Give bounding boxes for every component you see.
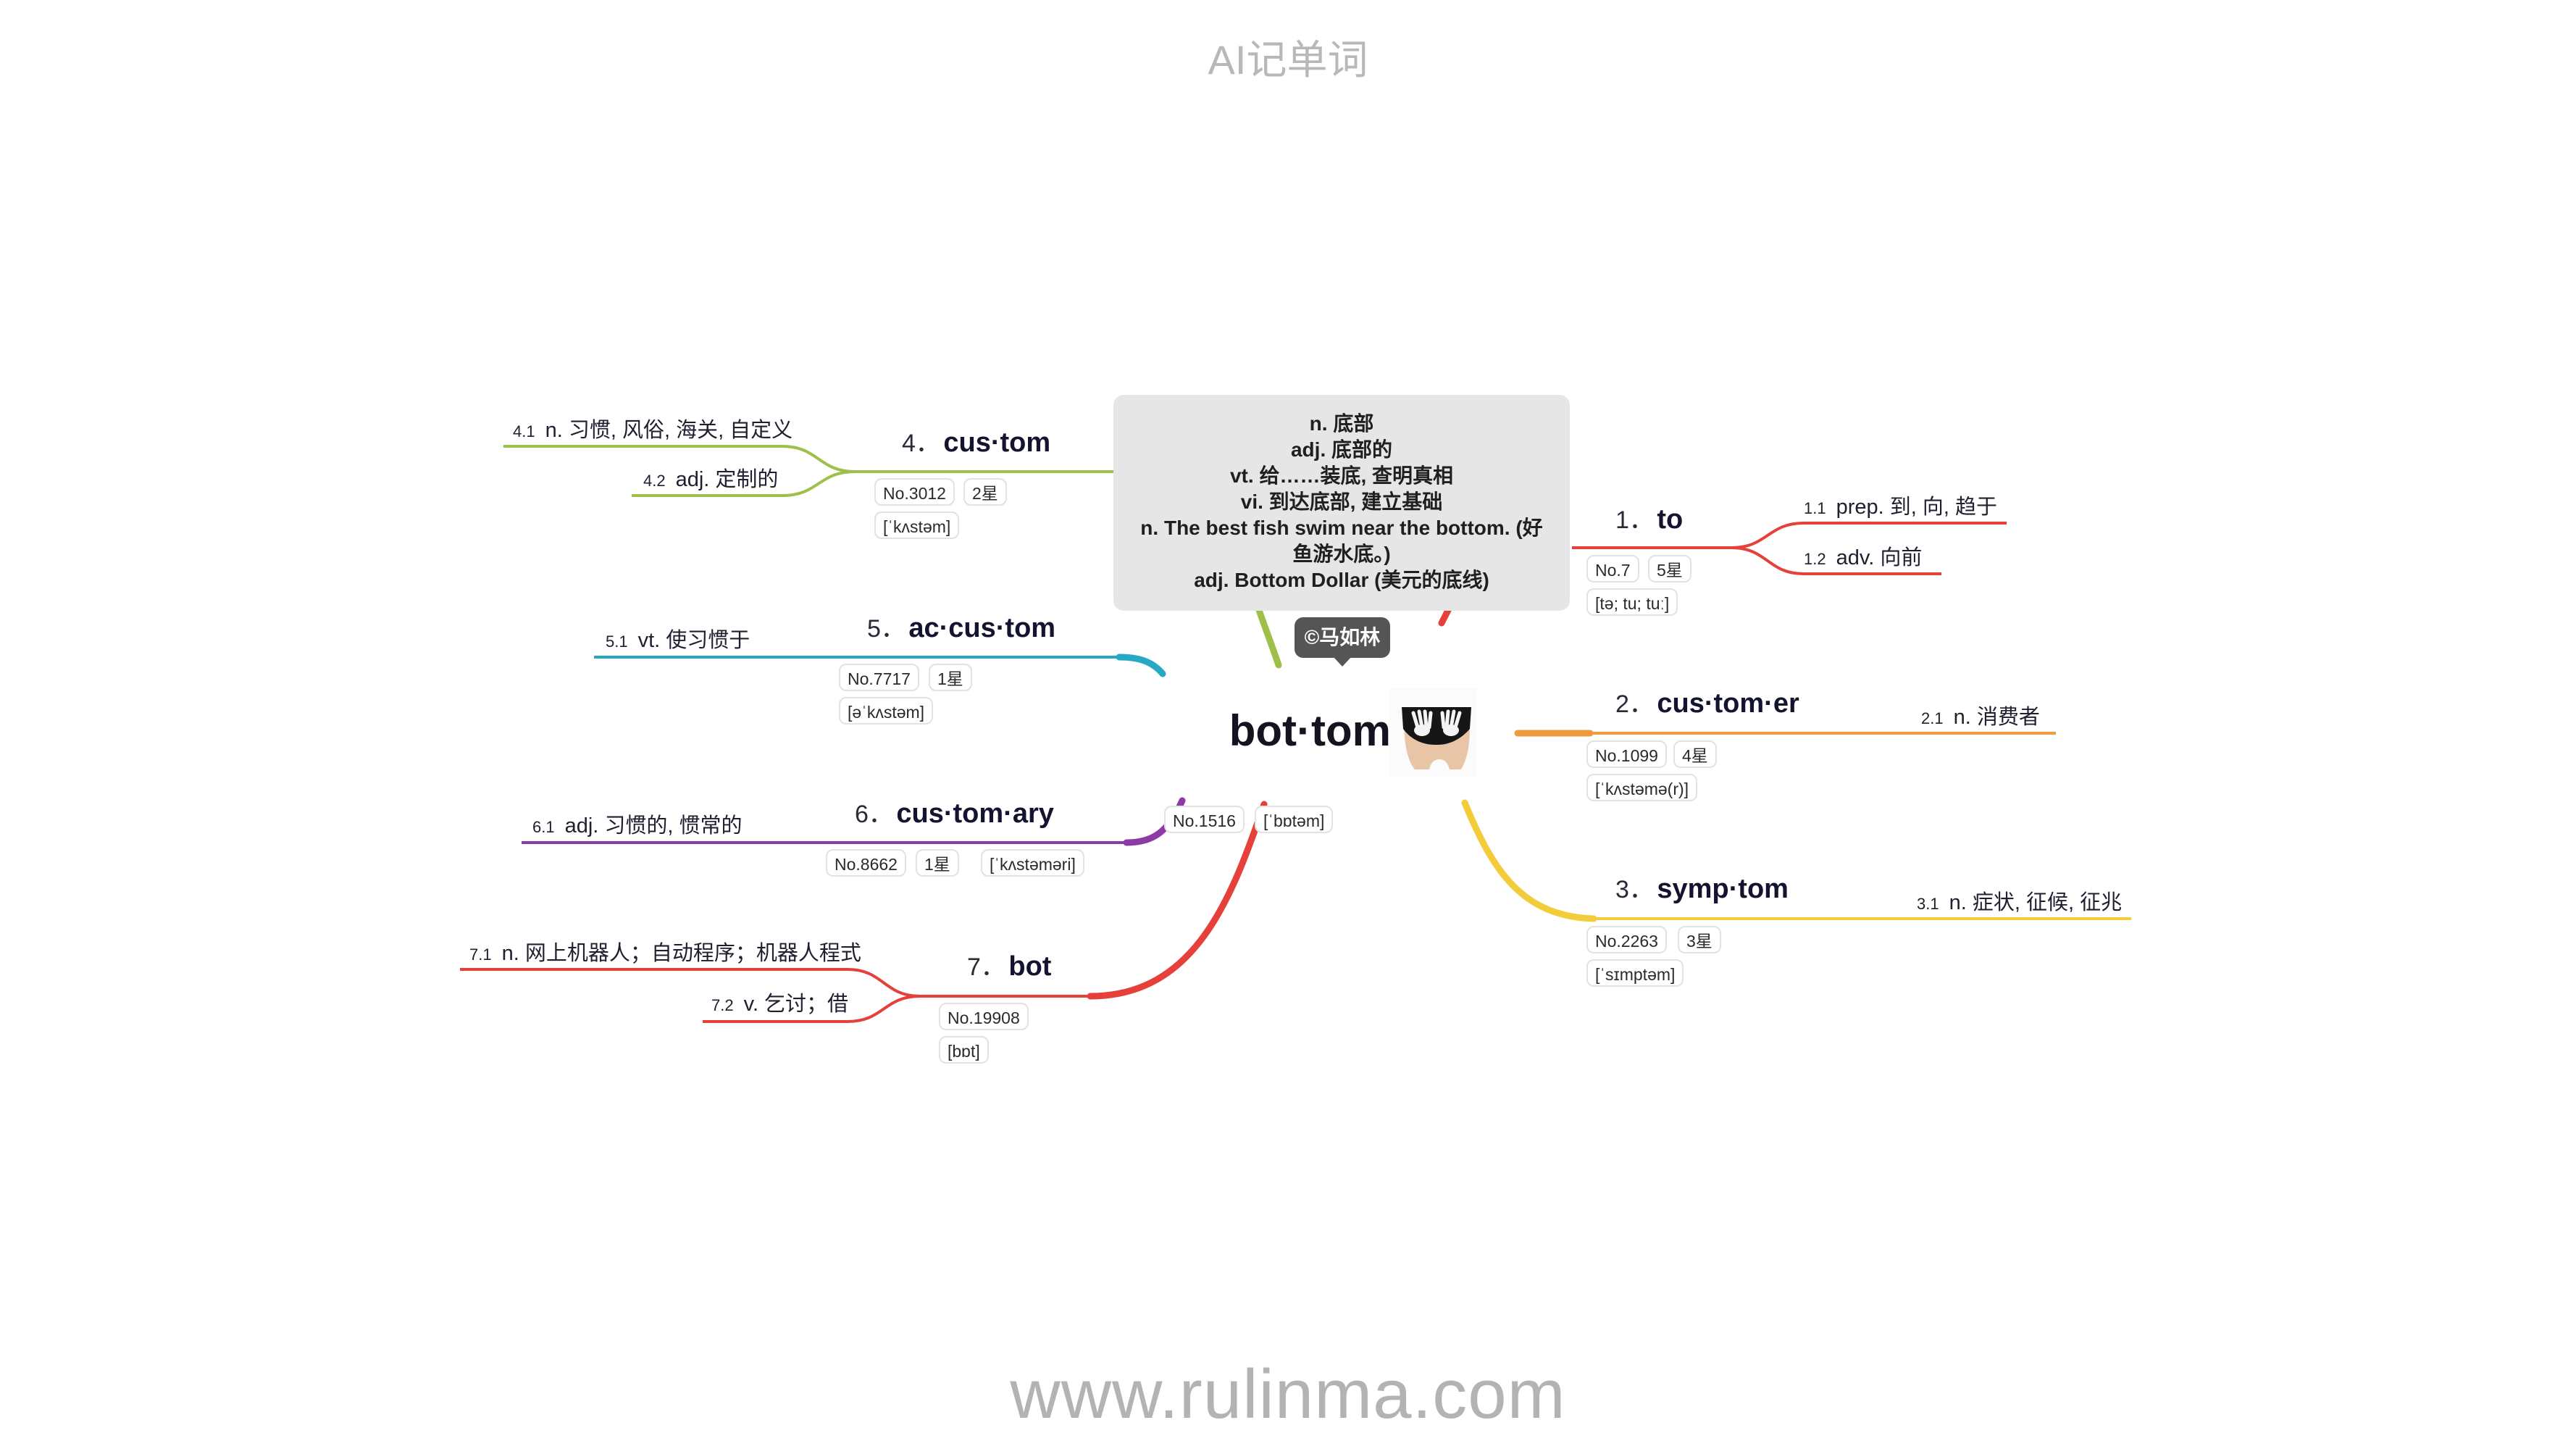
definition-tooltip: n. 底部 adj. 底部的 vt. 给……装底, 查明真相 vi. 到达底部,… <box>1113 395 1570 611</box>
definition-line: vt. 给……装底, 查明真相 <box>1229 464 1453 487</box>
branch-4-number: No.3012 <box>874 478 955 506</box>
branch-3-stars: 3星 <box>1678 926 1721 953</box>
connector-sub-7-2 <box>703 995 921 1023</box>
definition-line: n. 底部 <box>1309 412 1374 435</box>
branch-7-phonetic: [bɒt] <box>939 1036 989 1064</box>
definition-line: vi. 到达底部, 建立基础 <box>1240 490 1443 513</box>
center-word-number: No.1516 <box>1164 806 1245 833</box>
branch-2-phonetic: [ˈkʌstəmə(r)] <box>1586 774 1698 801</box>
center-word[interactable]: bot·tom <box>1229 706 1391 755</box>
credit-badge-pointer <box>1333 656 1352 667</box>
connector-sub-1-2 <box>1731 546 1941 575</box>
branch-4-phonetic: [ˈkʌstəm] <box>874 511 960 539</box>
underwear-hand-print-photo-icon <box>1389 688 1477 777</box>
branch-4-stars: 2星 <box>963 478 1007 506</box>
center-word-phonetic: [ˈbɒtəm] <box>1255 806 1334 833</box>
definition-line: adj. 底部的 <box>1290 438 1392 461</box>
branch-1-stars: 5星 <box>1648 555 1691 582</box>
branch-1-phonetic: [tə; tu; tuː] <box>1586 588 1678 616</box>
branch-3-phonetic: [ˈsɪmptəm] <box>1586 959 1684 987</box>
connector-branch-7 <box>1087 801 1268 1000</box>
branch-5-stars: 1星 <box>929 664 972 691</box>
branch-5-phonetic: [əˈkʌstəm] <box>839 697 934 724</box>
branch-6-phonetic: [ˈkʌstəməri] <box>981 849 1084 877</box>
connector-sub-4-1 <box>503 445 856 473</box>
definition-line: 鱼游水底。) <box>1292 543 1391 565</box>
connector-sub-4-2 <box>632 470 856 497</box>
branch-node-7[interactable]: 7． bot <box>967 951 1052 982</box>
definition-line: adj. Bottom Dollar (美元的底线) <box>1194 569 1489 591</box>
footer-url: www.rulinma.com <box>1010 1356 1566 1433</box>
branch-node-1[interactable]: 1． to <box>1615 500 1683 535</box>
connector-sub-7-1 <box>460 968 921 998</box>
branch-5-number: No.7717 <box>839 664 919 691</box>
branch-node-3[interactable]: 3． symp·tom <box>1615 874 1789 904</box>
app-title: AI记单词 <box>1208 37 1368 83</box>
branch-7-number: No.19908 <box>939 1003 1029 1030</box>
branch-number: 1． <box>1615 506 1654 534</box>
branch-node-4[interactable]: 4． cus·tom <box>902 427 1051 458</box>
definition-line: n. The best fish swim near the bottom. (… <box>1140 517 1543 539</box>
branch-6-stars: 1星 <box>916 849 959 877</box>
connector-branch-5 <box>1116 653 1166 677</box>
branch-1-number: No.7 <box>1586 555 1639 582</box>
branch-word: to <box>1657 504 1684 535</box>
credit-badge: ©马如林 <box>1295 617 1390 658</box>
connector-branch-4 <box>1255 606 1282 669</box>
connector-branch-3 <box>1461 799 1597 922</box>
branch-node-2[interactable]: 2． cus·tom·er <box>1615 688 1799 719</box>
branch-6-number: No.8662 <box>826 849 906 877</box>
branch-2-stars: 4星 <box>1673 740 1717 768</box>
branch-3-number: No.2263 <box>1586 926 1667 953</box>
branch-node-5[interactable]: 5． ac·cus·tom <box>867 613 1056 643</box>
branch-node-6[interactable]: 6． cus·tom·ary <box>855 798 1054 829</box>
branch-2-number: No.1099 <box>1586 740 1667 768</box>
connector-sub-1-1 <box>1731 522 2007 549</box>
